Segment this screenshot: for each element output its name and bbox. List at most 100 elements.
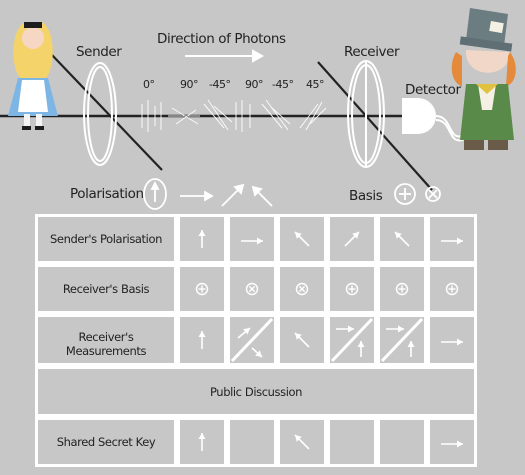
hatter-figure [451,8,516,150]
row-label: Receiver's Basis [35,264,177,314]
row-label: Shared Secret Key [35,417,177,467]
table-cell [427,314,477,366]
table-cell [327,314,377,366]
table-cell [377,314,427,366]
up-arrow-icon [198,230,206,248]
table-cell [277,264,327,314]
table-cell [327,417,377,467]
up-right-arrow-icon [221,187,241,207]
plus-basis-icon [394,183,416,205]
angle-label: -45° [272,78,294,91]
cell-symbol [294,434,310,450]
cell-symbol [345,282,359,296]
up-right-arrow-icon [344,231,360,247]
photon-scene [0,49,506,210]
up-left-arrow-icon [294,434,310,450]
plus-basis-icon [345,282,359,296]
direction-label: Direction of Photons [157,31,286,47]
up-arrow-icon [407,341,415,357]
direction-arrow [185,49,265,63]
characters [8,8,516,150]
cell-symbol [330,317,374,363]
cell-symbol [380,420,424,464]
down-right-arrow-icon [251,347,263,358]
up-left-arrow-icon [294,332,310,348]
cell-symbol [344,231,360,247]
table-cell [277,314,327,366]
cell-symbol [441,338,463,346]
table-cell [277,214,327,264]
up-right-arrow-icon [237,327,251,339]
up-arrow-icon [357,341,365,357]
up-left-arrow-icon [255,189,273,207]
cross-basis-icon [425,186,441,202]
angle-label: -45° [209,78,231,91]
right-arrow-icon [241,237,263,245]
table-cell [427,264,477,314]
alice-figure [8,22,58,130]
table-cell [227,314,277,366]
up-arrow-icon [198,331,206,349]
row-label: Public Discussion [35,366,477,417]
photon-burst [141,99,327,132]
cell-symbol [294,231,310,247]
plus-basis-icon [445,282,459,296]
polarisation-legend [143,178,273,210]
plus-basis-icon [195,282,209,296]
up-arrow-icon [198,433,206,451]
table-cell [227,214,277,264]
cell-symbol [395,282,409,296]
basis-label: Basis [349,188,383,204]
right-arrow-icon [441,440,463,448]
right-arrow-icon [441,237,463,245]
cell-symbol [441,440,463,448]
angle-label: 0° [143,78,155,91]
right-arrow-icon [386,325,404,333]
split-divider [330,317,374,363]
cell-symbol [445,282,459,296]
right-arrow-icon [336,325,354,333]
table-cell [327,214,377,264]
cross-basis-icon [245,282,259,296]
cell-symbol [295,282,309,296]
row-label: Sender's Polarisation [35,214,177,264]
split-divider [380,317,424,363]
cell-symbol [441,237,463,245]
cross-basis-icon [295,282,309,296]
plus-basis-icon [395,282,409,296]
detector-label: Detector [405,82,461,98]
table-cell [177,417,227,467]
table-cell [377,264,427,314]
table-cell [227,264,277,314]
basis-legend [394,183,441,205]
polarisation-label: Polarisation [70,186,144,202]
sender-diagonal [51,54,163,171]
cell-symbol [380,317,424,363]
table-cell [427,214,477,264]
table-cell [277,417,327,467]
angle-label: 45° [306,78,325,91]
table-cell [227,417,277,467]
up-left-arrow-icon [294,231,310,247]
receiver-lens [347,60,385,168]
cell-symbol [245,282,259,296]
cell-symbol [294,332,310,348]
angle-label: 90° [180,78,199,91]
right-arrow-icon [441,338,463,346]
table-cell [327,264,377,314]
split-divider [230,317,274,363]
cell-symbol [198,230,206,248]
receiver-label: Receiver [344,44,400,60]
table-cell [177,264,227,314]
sender-lens [83,62,117,166]
table-cell [377,214,427,264]
cell-symbol [394,231,410,247]
cell-symbol [230,420,274,464]
cell-symbol [195,282,209,296]
receiver-diagonal [317,61,433,191]
cell-symbol [330,420,374,464]
angle-label: 90° [245,78,264,91]
table-cell [427,417,477,467]
